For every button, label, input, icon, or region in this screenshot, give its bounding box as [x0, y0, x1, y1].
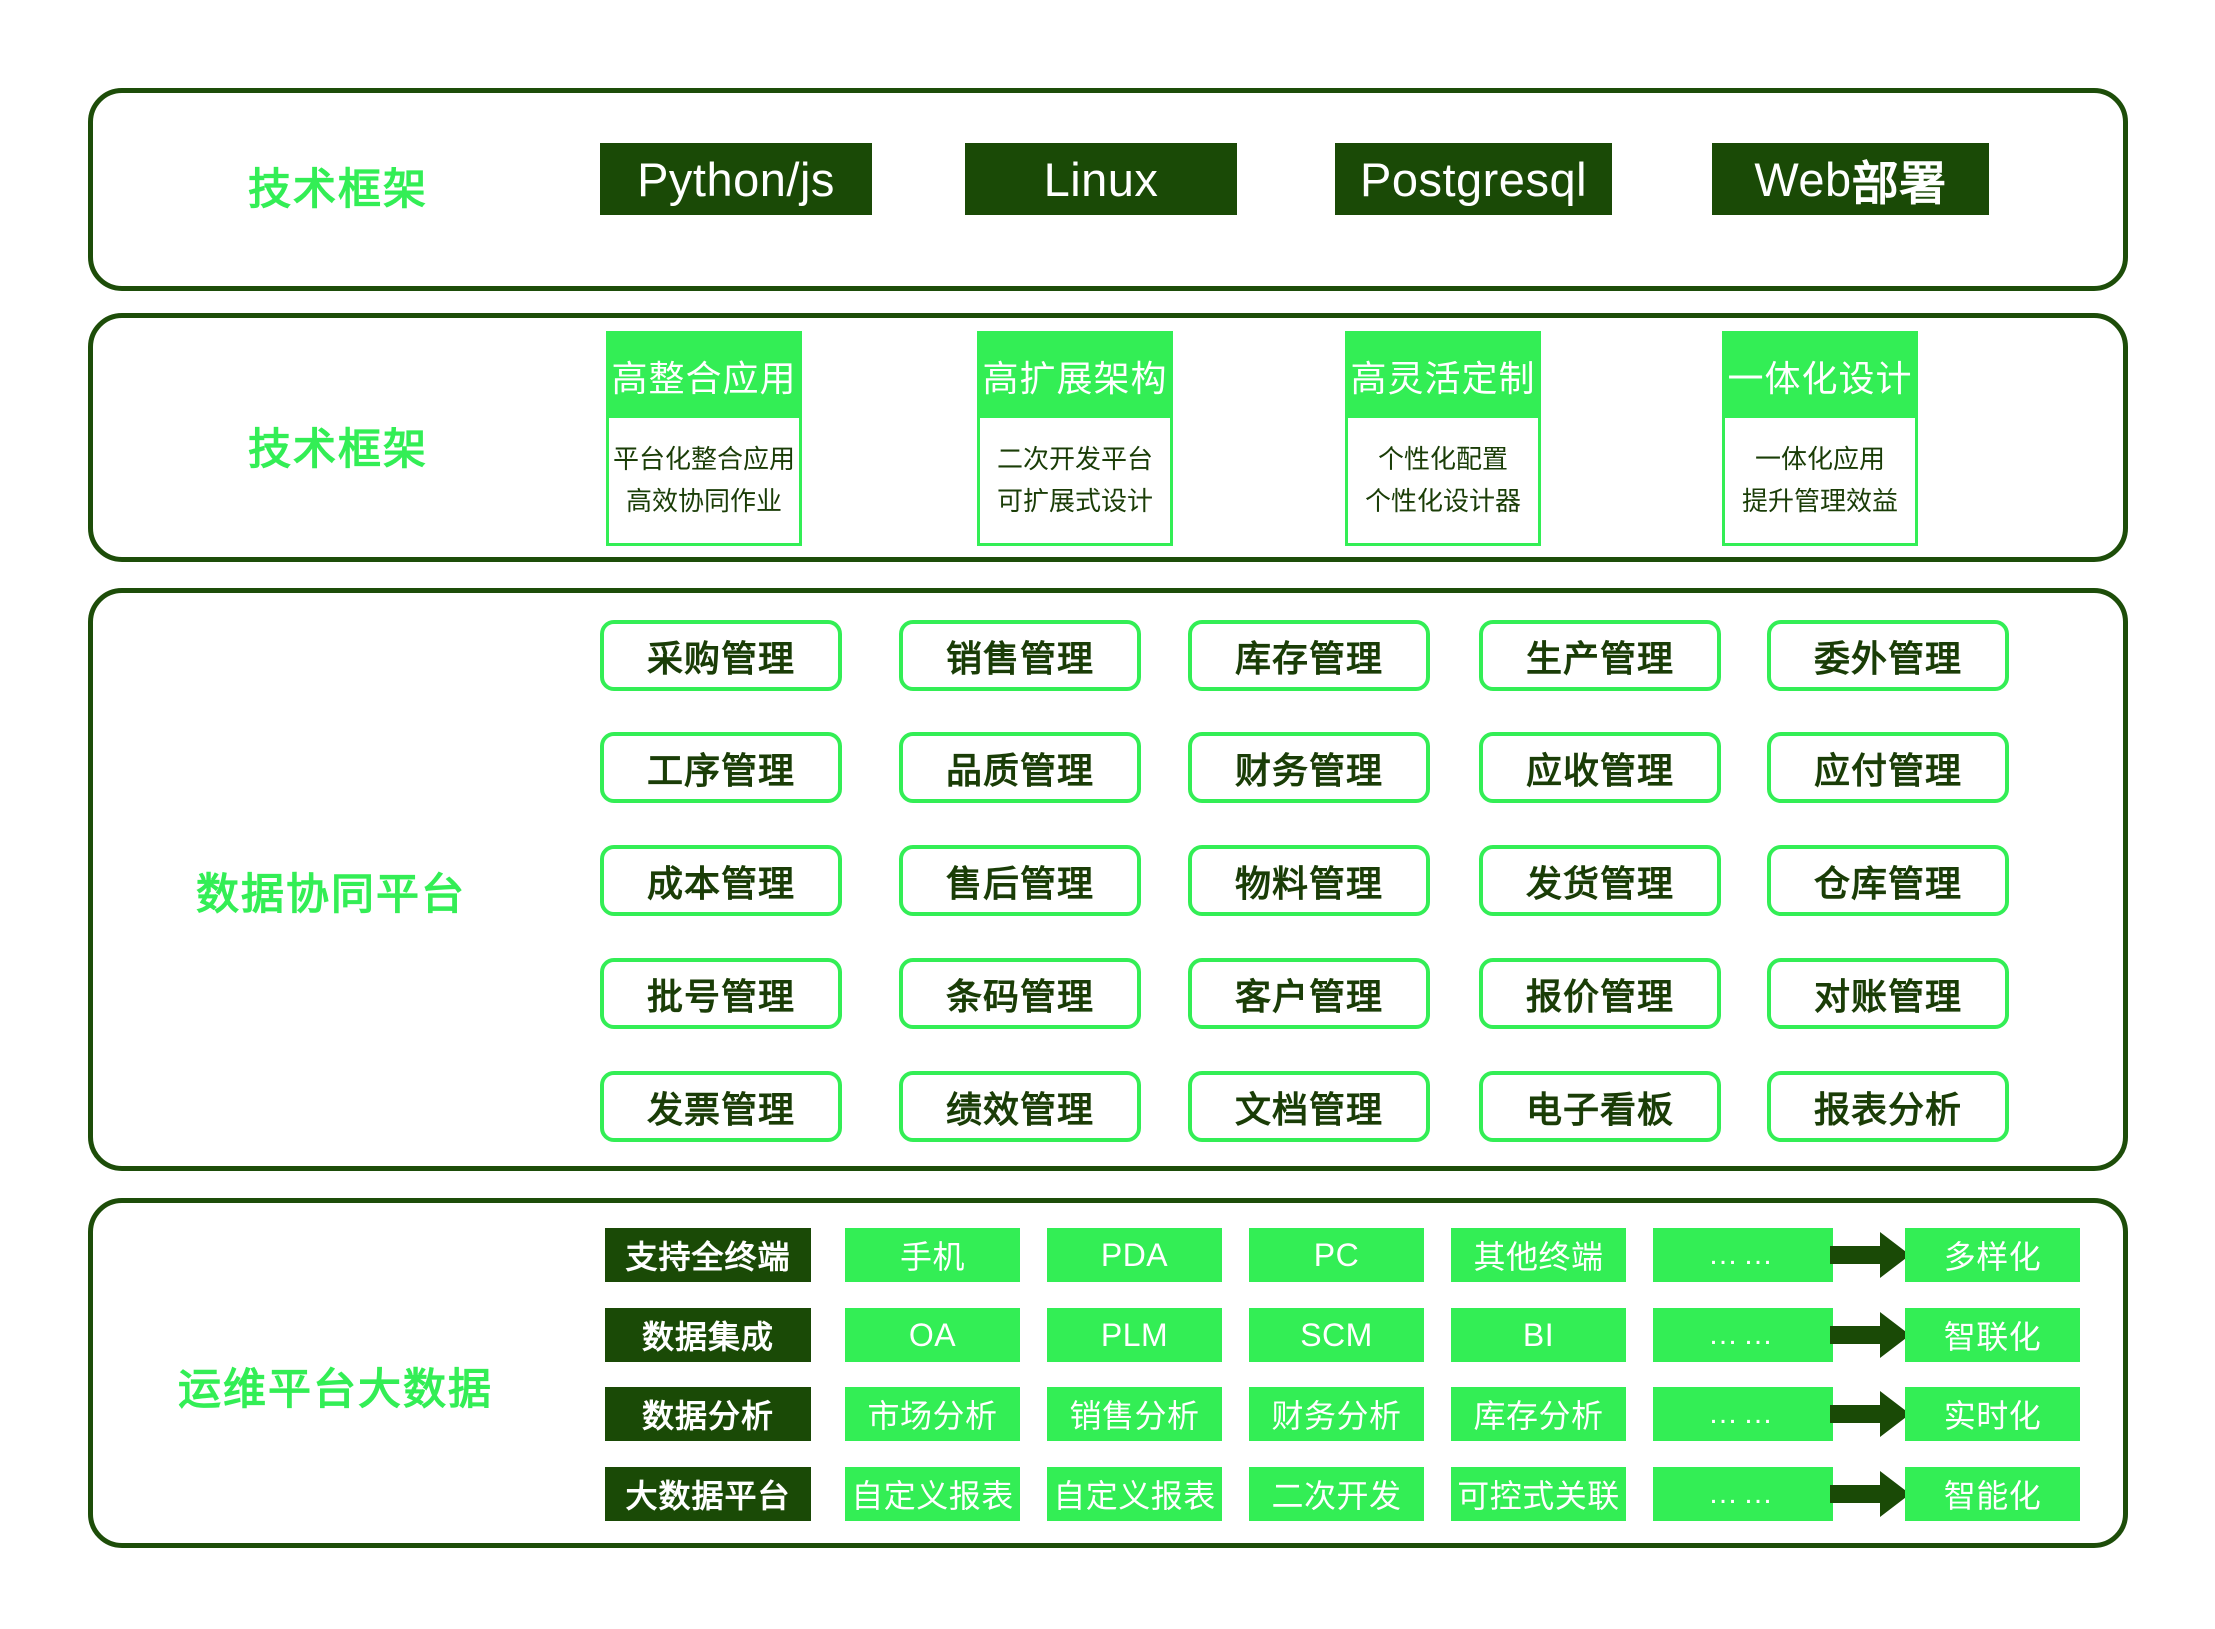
bigdata-row-label[interactable]: 数据集成: [605, 1308, 811, 1362]
module-pill[interactable]: 生产管理: [1479, 620, 1721, 691]
feature-card-body: 平台化整合应用 高效协同作业: [609, 418, 799, 543]
module-pill[interactable]: 品质管理: [899, 732, 1141, 803]
module-pill[interactable]: 仓库管理: [1767, 845, 2009, 916]
module-pill[interactable]: 对账管理: [1767, 958, 2009, 1029]
feature-card-line: 可扩展式设计: [996, 485, 1153, 516]
feature-card-line: 提升管理效益: [1741, 485, 1898, 516]
bigdata-cell[interactable]: PLM: [1047, 1308, 1222, 1362]
bigdata-cell[interactable]: 财务分析: [1249, 1387, 1424, 1441]
module-pill[interactable]: 发票管理: [600, 1071, 842, 1142]
feature-card-line: 一体化应用: [1754, 444, 1885, 475]
module-pill[interactable]: 物料管理: [1188, 845, 1430, 916]
bigdata-cell[interactable]: OA: [845, 1308, 1020, 1362]
bigdata-cell[interactable]: 自定义报表: [1047, 1467, 1222, 1521]
bigdata-cell[interactable]: 二次开发: [1249, 1467, 1424, 1521]
feature-card-line: 高效协同作业: [625, 485, 782, 516]
stack-chip-label: Postgresql: [1359, 152, 1588, 206]
bigdata-cell[interactable]: 库存分析: [1451, 1387, 1626, 1441]
bigdata-row-label[interactable]: 支持全终端: [605, 1228, 811, 1282]
bigdata-cell[interactable]: PDA: [1047, 1228, 1222, 1282]
module-pill[interactable]: 工序管理: [600, 732, 842, 803]
bigdata-cell[interactable]: SCM: [1249, 1308, 1424, 1362]
section-label-tech-framework: 技术框架: [248, 426, 428, 474]
stack-chip-python-js[interactable]: Python/js: [600, 143, 872, 215]
module-pill[interactable]: 成本管理: [600, 845, 842, 916]
module-pill[interactable]: 批号管理: [600, 958, 842, 1029]
section-label-bigdata: 运维平台大数据: [178, 1366, 493, 1414]
module-pill[interactable]: 采购管理: [600, 620, 842, 691]
module-pill[interactable]: 售后管理: [899, 845, 1141, 916]
bigdata-cell-ellipsis: ……: [1653, 1308, 1833, 1362]
module-pill[interactable]: 库存管理: [1188, 620, 1430, 691]
module-pill[interactable]: 条码管理: [899, 958, 1141, 1029]
feature-card-flexible[interactable]: 高灵活定制 个性化配置 个性化设计器: [1345, 331, 1541, 546]
feature-card-title: 高整合应用: [609, 334, 799, 418]
module-pill[interactable]: 文档管理: [1188, 1071, 1430, 1142]
feature-card-title: 高灵活定制: [1348, 334, 1538, 418]
module-pill[interactable]: 财务管理: [1188, 732, 1430, 803]
stack-chip-label: Linux: [1043, 152, 1159, 206]
module-pill[interactable]: 电子看板: [1479, 1071, 1721, 1142]
stack-chip-linux[interactable]: Linux: [965, 143, 1237, 215]
stack-chip-label-latin: Web: [1754, 152, 1852, 206]
feature-card-line: 个性化设计器: [1364, 485, 1521, 516]
feature-card-line: 平台化整合应用: [612, 444, 795, 475]
module-pill[interactable]: 销售管理: [899, 620, 1141, 691]
arrow-right-icon: [1828, 1467, 1912, 1521]
bigdata-cell[interactable]: 其他终端: [1451, 1228, 1626, 1282]
bigdata-cell-ellipsis: ……: [1653, 1467, 1833, 1521]
module-pill[interactable]: 发货管理: [1479, 845, 1721, 916]
module-pill[interactable]: 客户管理: [1188, 958, 1430, 1029]
feature-card-extensible[interactable]: 高扩展架构 二次开发平台 可扩展式设计: [977, 331, 1173, 546]
bigdata-row-label[interactable]: 数据分析: [605, 1387, 811, 1441]
feature-card-body: 一体化应用 提升管理效益: [1725, 418, 1915, 543]
feature-card-body: 二次开发平台 可扩展式设计: [980, 418, 1170, 543]
bigdata-result[interactable]: 实时化: [1905, 1387, 2080, 1441]
module-pill[interactable]: 应付管理: [1767, 732, 2009, 803]
stack-chip-label-cjk: 部署: [1851, 156, 1947, 210]
feature-card-body: 个性化配置 个性化设计器: [1348, 418, 1538, 543]
module-pill[interactable]: 报价管理: [1479, 958, 1721, 1029]
bigdata-cell[interactable]: 可控式关联: [1451, 1467, 1626, 1521]
bigdata-row-label[interactable]: 大数据平台: [605, 1467, 811, 1521]
bigdata-cell-ellipsis: ……: [1653, 1228, 1833, 1282]
bigdata-result[interactable]: 智联化: [1905, 1308, 2080, 1362]
feature-card-title: 高扩展架构: [980, 334, 1170, 418]
feature-card-line: 二次开发平台: [996, 444, 1153, 475]
feature-card-integration[interactable]: 高整合应用 平台化整合应用 高效协同作业: [606, 331, 802, 546]
arrow-right-icon: [1828, 1387, 1912, 1441]
bigdata-cell[interactable]: 自定义报表: [845, 1467, 1020, 1521]
module-pill[interactable]: 绩效管理: [899, 1071, 1141, 1142]
bigdata-cell-ellipsis: ……: [1653, 1387, 1833, 1441]
module-pill[interactable]: 委外管理: [1767, 620, 2009, 691]
module-pill[interactable]: 应收管理: [1479, 732, 1721, 803]
feature-card-line: 个性化配置: [1377, 444, 1508, 475]
feature-card-title: 一体化设计: [1725, 334, 1915, 418]
bigdata-result[interactable]: 智能化: [1905, 1467, 2080, 1521]
arrow-right-icon: [1828, 1228, 1912, 1282]
bigdata-cell[interactable]: 市场分析: [845, 1387, 1020, 1441]
stack-chip-postgresql[interactable]: Postgresql: [1335, 143, 1612, 215]
bigdata-cell[interactable]: 手机: [845, 1228, 1020, 1282]
stack-chip-label: Python/js: [637, 152, 835, 206]
bigdata-result[interactable]: 多样化: [1905, 1228, 2080, 1282]
section-label-data-platform: 数据协同平台: [196, 871, 466, 919]
section-label-tech-stack: 技术框架: [248, 166, 428, 214]
arrow-right-icon: [1828, 1308, 1912, 1362]
feature-card-integrated-design[interactable]: 一体化设计 一体化应用 提升管理效益: [1722, 331, 1918, 546]
module-pill[interactable]: 报表分析: [1767, 1071, 2009, 1142]
bigdata-cell[interactable]: BI: [1451, 1308, 1626, 1362]
bigdata-cell[interactable]: 销售分析: [1047, 1387, 1222, 1441]
bigdata-cell[interactable]: PC: [1249, 1228, 1424, 1282]
